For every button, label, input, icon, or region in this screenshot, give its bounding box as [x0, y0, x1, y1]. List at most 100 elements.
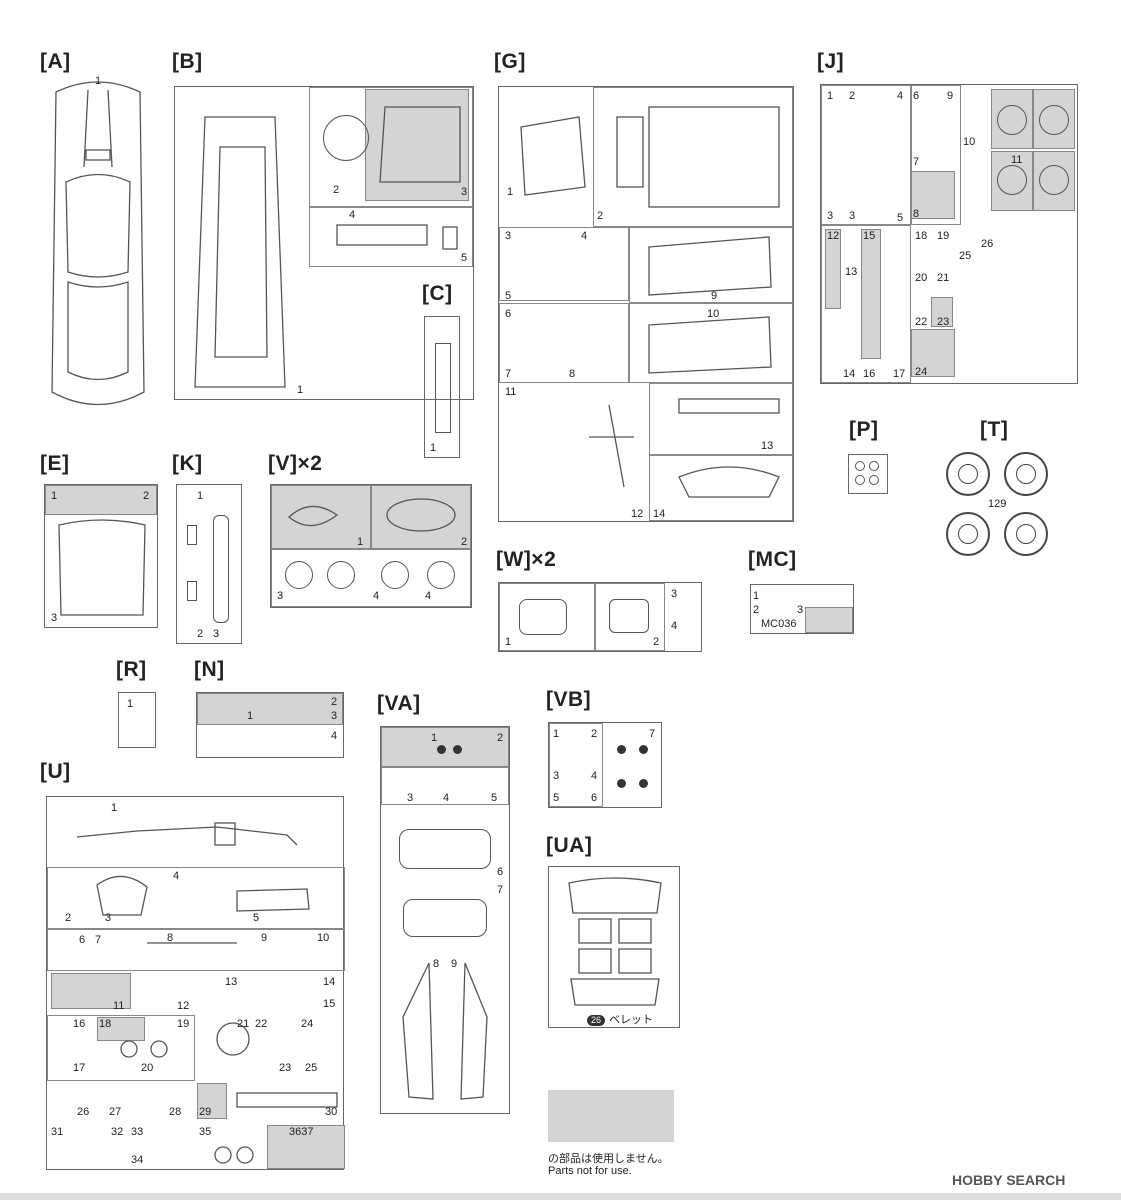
part-number: 4 — [581, 230, 588, 242]
part-number: 18 — [99, 1018, 112, 1030]
part-number: 11 — [113, 1000, 125, 1012]
watermark: HOBBY SEARCH — [952, 1172, 1066, 1188]
mc-code: MC036 — [761, 618, 797, 630]
body-shell-drawing — [51, 81, 145, 406]
part-number: 17 — [73, 1062, 86, 1074]
part-number: 4 — [425, 590, 432, 602]
part-number: 23 — [937, 316, 950, 328]
sprue-c: 1 — [424, 316, 460, 458]
part-number: 5 — [553, 792, 560, 804]
unused-part-3637 — [267, 1125, 345, 1169]
part-number: 2 — [197, 628, 204, 640]
part-number: 8 — [913, 208, 920, 220]
part-number: 1 — [297, 384, 304, 396]
part-number: 1 — [111, 802, 118, 814]
part-number: 6 — [79, 934, 86, 946]
part-number: 15 — [323, 998, 336, 1010]
label-w: [W]×2 — [496, 548, 557, 571]
part-number: 2 — [461, 536, 468, 548]
label-va: [VA] — [377, 692, 421, 715]
sprue-e: 1 2 3 — [44, 484, 158, 628]
part-number: 3 — [105, 912, 112, 924]
unused-part-18 — [97, 1017, 145, 1041]
part-number: 9 — [451, 958, 458, 970]
part-number: 2 — [65, 912, 72, 924]
unused-part-11 — [51, 973, 131, 1009]
sprue-v: 1 2 3 4 4 — [270, 484, 472, 608]
chassis-drawing — [194, 106, 461, 388]
ua-note-badge: 26 — [587, 1015, 605, 1026]
part-number: 1 — [431, 732, 438, 744]
part-number: 1 — [95, 75, 102, 87]
part-number: 12 — [177, 1000, 190, 1012]
bottom-border — [0, 1193, 1121, 1200]
part-number: 12 — [827, 230, 840, 242]
part-number: 7 — [649, 728, 656, 740]
part-number: 3 — [51, 612, 58, 624]
part-number: 3 — [407, 792, 414, 804]
part-number: 25 — [959, 250, 972, 262]
part-number: 4 — [591, 770, 598, 782]
unused-part-8 — [911, 171, 955, 219]
unused-legend-swatch — [548, 1090, 674, 1142]
headlight-drawing — [288, 498, 456, 532]
part-number: 31 — [51, 1126, 64, 1138]
part-number: 2 — [753, 604, 760, 616]
sprue-n: 1 2 3 4 — [196, 692, 344, 758]
unused-part-1-3 — [197, 693, 343, 725]
part-number: 17 — [893, 368, 906, 380]
label-t: [T] — [980, 418, 1009, 441]
label-mc: [MC] — [748, 548, 797, 571]
part-number: 24 — [915, 366, 928, 378]
part-number: 3 — [461, 186, 468, 198]
part-number: 19 — [937, 230, 950, 242]
part-number: 2 — [143, 490, 150, 502]
windshield-part — [399, 829, 491, 869]
part-number: 8 — [433, 958, 440, 970]
part-number: 1 — [357, 536, 364, 548]
part-number: 5 — [505, 290, 512, 302]
part-number: 8 — [167, 932, 174, 944]
part-number: 23 — [279, 1062, 292, 1074]
tire-part — [1004, 452, 1048, 496]
tire-part — [1004, 512, 1048, 556]
part-number: 14 — [843, 368, 856, 380]
label-g: [G] — [494, 50, 526, 73]
label-v: [V]×2 — [268, 452, 323, 475]
part-number: 1 — [827, 90, 834, 102]
unused-part-12 — [825, 229, 841, 309]
part-number: 4 — [443, 792, 450, 804]
part-number: 13 — [761, 440, 774, 452]
tire-part — [946, 452, 990, 496]
part-number: 7 — [505, 368, 512, 380]
part-number: 7 — [95, 934, 102, 946]
label-b: [B] — [172, 50, 203, 73]
tire-part-number: 129 — [988, 498, 1007, 510]
part-number: 26 — [77, 1106, 90, 1118]
part-number: 7 — [497, 884, 504, 896]
part-number: 13 — [845, 266, 858, 278]
part-number: 20 — [141, 1062, 154, 1074]
label-p: [P] — [849, 418, 879, 441]
sprue-a: 1 — [36, 72, 160, 432]
sprue-p — [848, 454, 888, 494]
sprue-r: 1 — [118, 692, 156, 748]
label-r: [R] — [116, 658, 147, 681]
part-number: 3 — [331, 710, 338, 722]
part-number: 3 — [797, 604, 804, 616]
part-number: 15 — [863, 230, 876, 242]
part-number: 5 — [461, 252, 468, 264]
part-number: 34 — [131, 1154, 144, 1166]
part-number: 3 — [671, 588, 678, 600]
part-number: 21 — [237, 1018, 250, 1030]
sprue-g: 1 2 3 4 5 6 7 8 9 10 11 12 13 14 — [498, 86, 794, 522]
legend-text-jp: の部品は使用しません。 — [548, 1153, 669, 1165]
part-number: 30 — [325, 1106, 338, 1118]
unused-part-3 — [805, 607, 853, 633]
sprue-b: 2 3 4 5 1 — [174, 86, 474, 400]
part-number: 13 — [225, 976, 238, 988]
part-number: 27 — [109, 1106, 122, 1118]
unused-part-1 — [271, 485, 371, 549]
part-number: 1 — [553, 728, 560, 740]
part-number: 1 — [247, 710, 254, 722]
